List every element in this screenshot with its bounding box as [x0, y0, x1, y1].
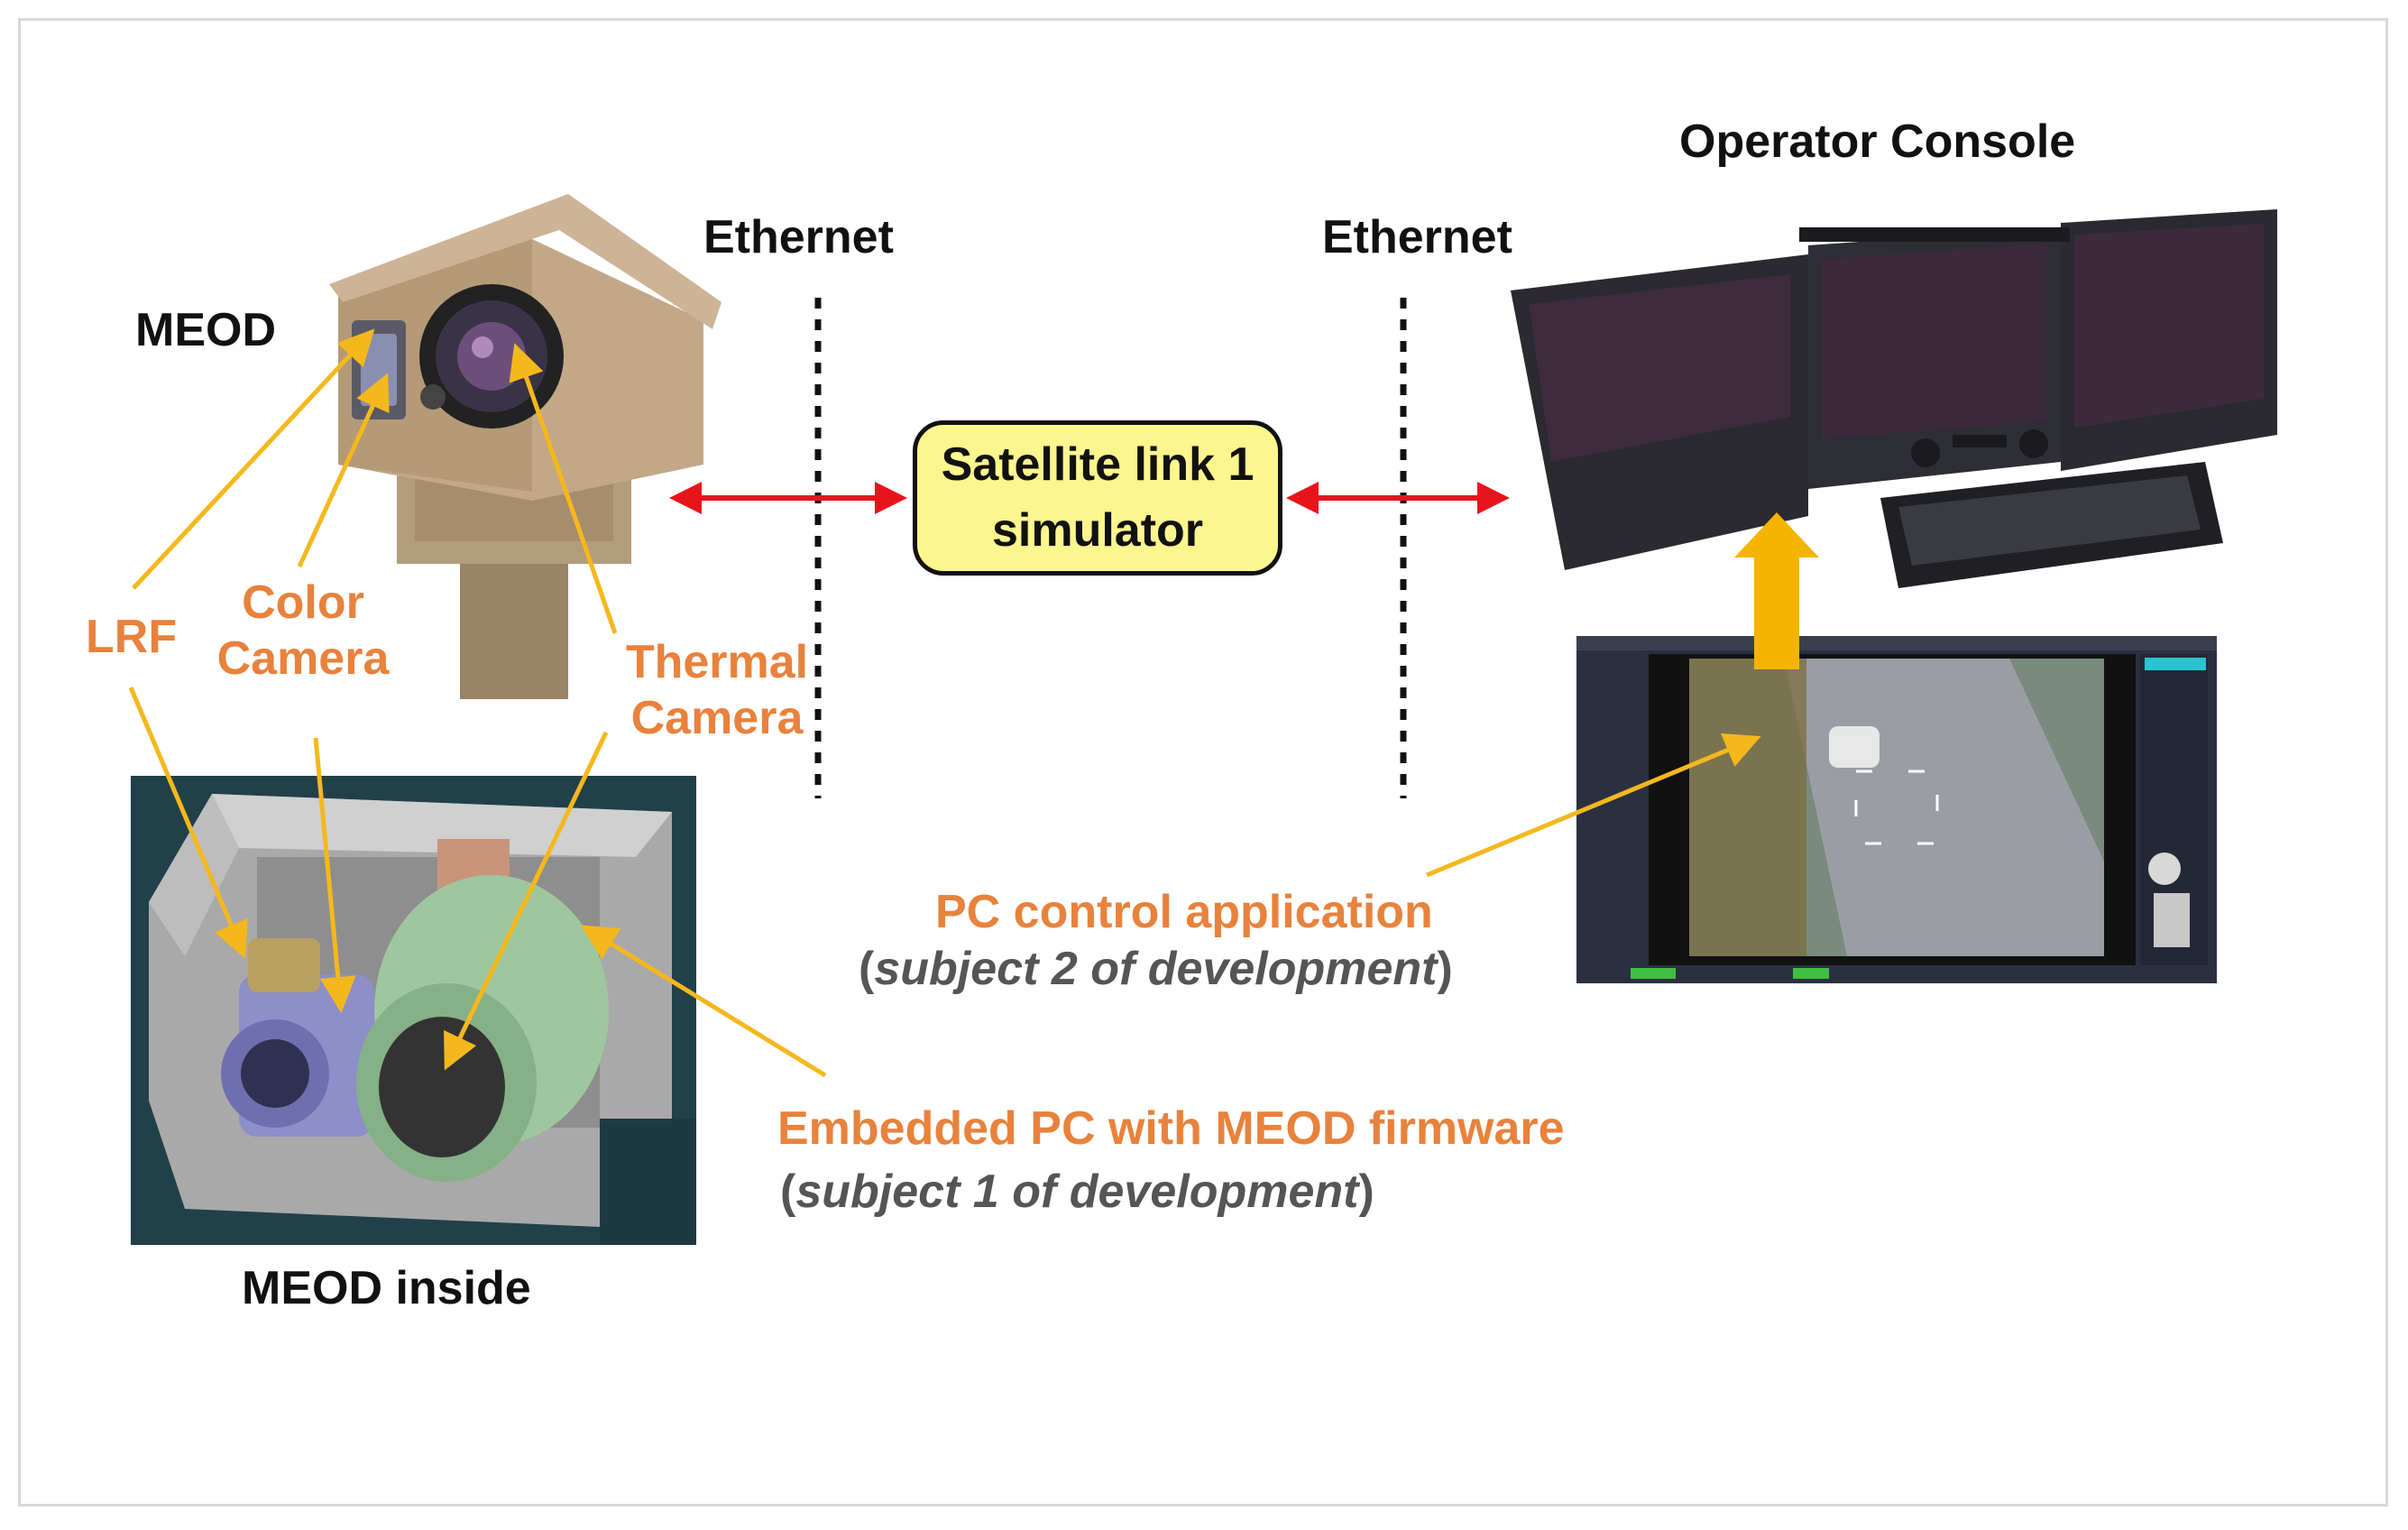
operator-console-label: Operator Console [1679, 115, 2076, 168]
embedded-paren-close: ) [1358, 1166, 1374, 1218]
pointer-pc-app [1426, 733, 1761, 878]
pc-application-screenshot [1576, 636, 2217, 983]
color-camera-line2: Camera [216, 632, 390, 686]
embedded-subject: subject 1 of development [795, 1166, 1359, 1218]
pc-app-paren-close: ) [1437, 943, 1453, 995]
lrf-label: LRF [86, 611, 178, 663]
ethernet-right-label: Ethernet [1322, 211, 1512, 263]
embedded-pc-title: Embedded PC with MEOD firmware [777, 1102, 1565, 1155]
embedded-paren-open: ( [780, 1166, 796, 1218]
meod-inside-label: MEOD inside [242, 1262, 531, 1314]
satellite-label-line2: simulator [991, 504, 1204, 557]
thermal-camera-line2: Camera [630, 692, 804, 745]
pointer-color-to-camera [297, 373, 390, 568]
ethernet-left-label: Ethernet [703, 211, 894, 263]
color-camera-line1: Color [242, 576, 364, 629]
pointer-lrf-to-camera [132, 328, 375, 590]
thermal-camera-line1: Thermal [625, 636, 809, 688]
embedded-pc-note: (subject 1 of development) [780, 1164, 1374, 1220]
screen-to-console-arrow [1734, 512, 1819, 669]
pointer-embedded-pc [580, 925, 827, 1078]
pc-app-note: (subject 2 of development) [859, 941, 1453, 997]
pc-app-paren-open: ( [859, 943, 875, 995]
pc-app-title: PC control application [935, 886, 1433, 938]
color-camera-label: Color Camera [215, 575, 391, 687]
pointer-color-inside [313, 737, 356, 1013]
pc-app-subject: subject 2 of development [874, 943, 1438, 995]
satellite-label-line1: Satellite link 1 [941, 438, 1255, 492]
pointer-thermal-to-camera [509, 343, 618, 634]
meod-label: MEOD [135, 304, 276, 356]
pointer-thermal-inside [444, 731, 609, 1071]
meod-inside-image [131, 776, 696, 1245]
satellite-link-simulator-box: Satellite link 1 simulator [913, 420, 1282, 576]
pointer-lrf-inside [128, 687, 248, 959]
thermal-camera-label: Thermal Camera [620, 634, 813, 747]
operator-console-image [1511, 209, 2277, 588]
